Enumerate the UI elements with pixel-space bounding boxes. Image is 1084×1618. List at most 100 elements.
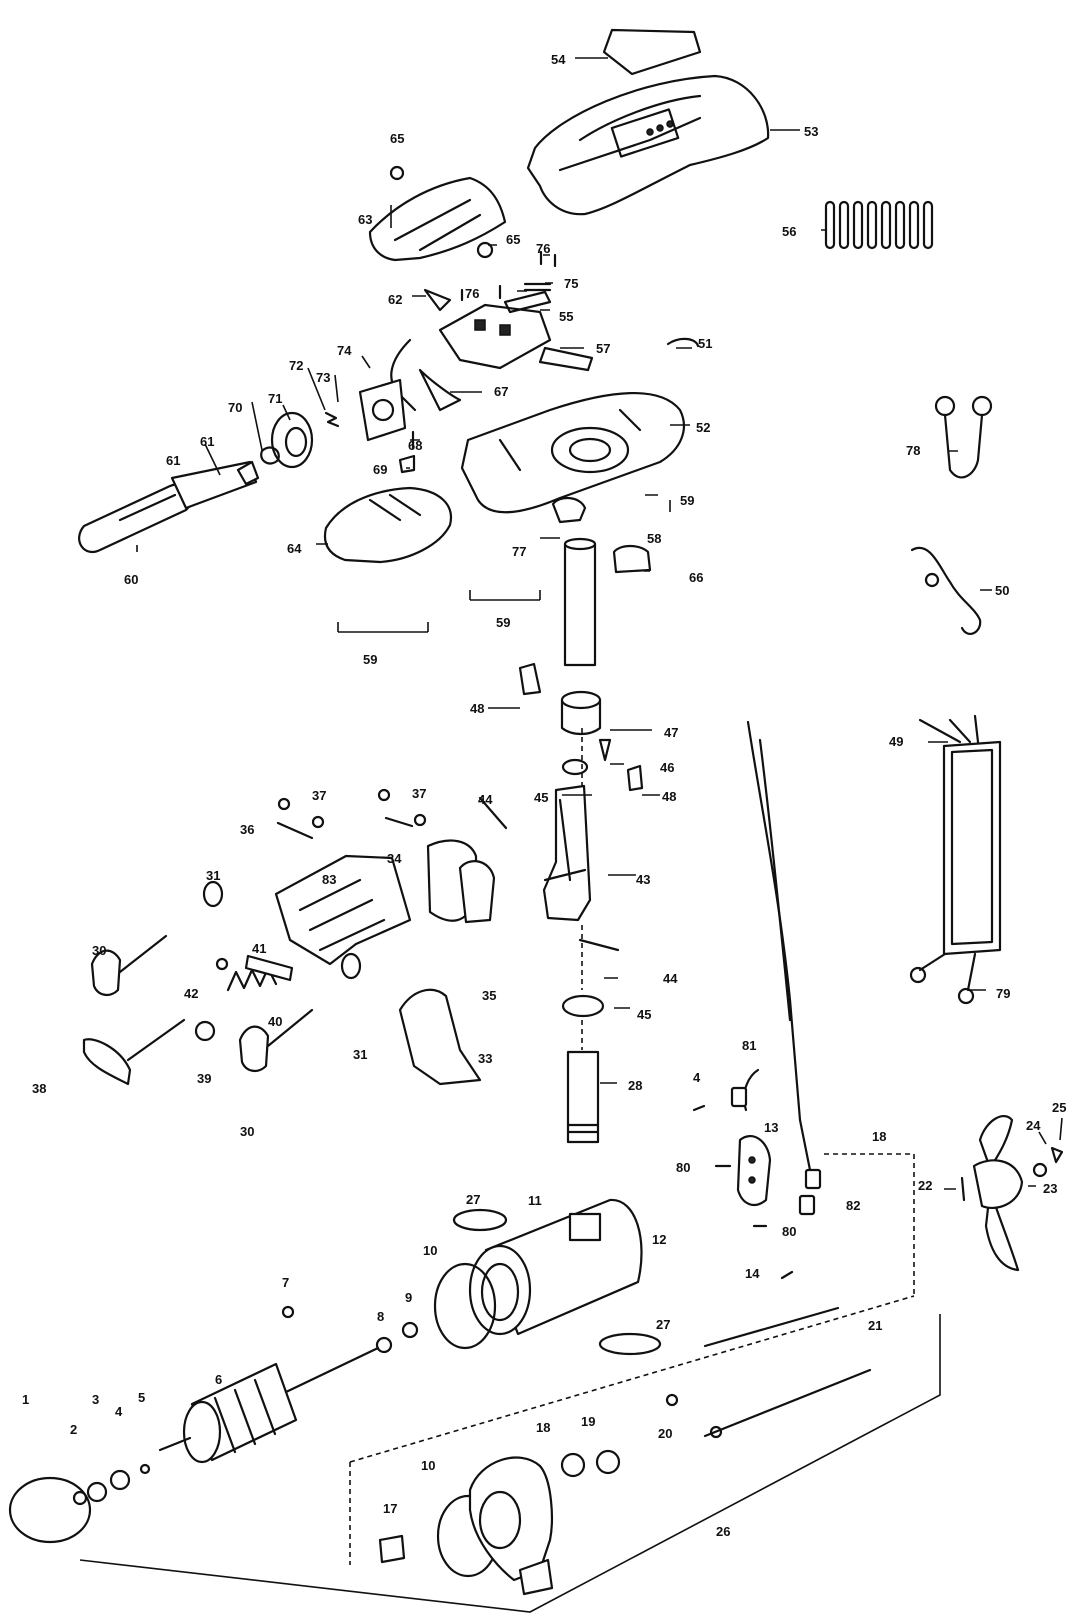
cover-plate — [358, 378, 407, 442]
part-label: 35 — [482, 988, 496, 1003]
part-label: 13 — [764, 1120, 778, 1135]
part-label: 45 — [637, 1007, 651, 1022]
drain-plug — [378, 1534, 406, 1564]
bracket-lines-59 — [337, 500, 671, 633]
part-label: 78 — [906, 443, 920, 458]
part-label: 10 — [421, 1458, 435, 1473]
spring — [324, 411, 340, 428]
part-label: 34 — [387, 851, 402, 866]
part-label: 36 — [240, 822, 254, 837]
part-label: 80 — [676, 1160, 690, 1175]
lead-wire — [910, 546, 982, 635]
bearing-parts — [72, 1463, 151, 1506]
part-label: 56 — [782, 224, 796, 239]
part-label: 19 — [581, 1414, 595, 1429]
leader-lines — [136, 57, 1063, 1190]
part-label: 27 — [656, 1317, 670, 1332]
part-label: 22 — [918, 1178, 932, 1193]
motor-collar — [551, 497, 587, 524]
part-label: 48 — [662, 789, 676, 804]
part-label: 60 — [124, 572, 138, 587]
bushing-lower — [561, 994, 605, 1018]
part-label: 69 — [373, 462, 387, 477]
part-label: 27 — [466, 1192, 480, 1207]
part-label: 59 — [496, 615, 510, 630]
part-label: 26 — [716, 1524, 730, 1539]
part-label: 10 — [423, 1243, 437, 1258]
mount-bracket-main — [274, 854, 412, 966]
clamp-knob-left — [90, 934, 168, 996]
part-label: 62 — [388, 292, 402, 307]
part-label: 21 — [868, 1318, 882, 1333]
part-label: 5 — [138, 1390, 145, 1405]
part-label: 42 — [184, 986, 198, 1001]
circuit-board — [390, 288, 594, 412]
part-label: 66 — [689, 570, 703, 585]
part-label: 6 — [215, 1372, 222, 1387]
part-label: 44 — [663, 971, 678, 986]
part-label: 75 — [564, 276, 578, 291]
part-label: 76 — [536, 241, 550, 256]
part-label: 50 — [995, 583, 1009, 598]
armature — [158, 1346, 380, 1464]
part-label: 53 — [804, 124, 818, 139]
part-label: 7 — [282, 1275, 289, 1290]
part-label: 82 — [846, 1198, 860, 1213]
part-label: 46 — [660, 760, 674, 775]
part-label: 58 — [647, 531, 661, 546]
washer — [194, 1020, 216, 1042]
small-parts — [692, 1104, 794, 1280]
part-label: 73 — [316, 370, 330, 385]
motor-harness — [909, 714, 1002, 1005]
decal-plate — [602, 28, 702, 76]
clip-pairs — [277, 788, 427, 829]
depth-collar — [560, 690, 602, 736]
part-label: 17 — [383, 1501, 397, 1516]
part-label: 31 — [206, 868, 220, 883]
part-label: 37 — [312, 788, 326, 803]
part-label: 61 — [200, 434, 214, 449]
part-label: 61 — [166, 453, 180, 468]
terminal-block — [736, 1135, 772, 1207]
part-label: 9 — [405, 1290, 412, 1305]
part-label: 52 — [696, 420, 710, 435]
side-plates — [426, 839, 496, 924]
battery-indicator-strips — [824, 200, 934, 250]
bushing-top — [561, 758, 589, 776]
top-cover — [526, 74, 770, 216]
lower-unit — [468, 1456, 554, 1596]
part-label: 59 — [363, 652, 377, 667]
lock-bar — [244, 954, 294, 982]
part-label: 18 — [872, 1129, 886, 1144]
main-wire-lead — [743, 720, 812, 1172]
part-label: 8 — [377, 1309, 384, 1324]
clamp-knob-lower — [238, 1008, 314, 1072]
part-label: 30 — [92, 943, 106, 958]
lower-shaft — [566, 1050, 600, 1144]
part-label: 77 — [512, 544, 526, 559]
spacers — [202, 880, 362, 980]
part-label: 45 — [534, 790, 548, 805]
part-label: 28 — [628, 1078, 642, 1093]
speed-switch — [398, 454, 416, 474]
part-label: 79 — [996, 986, 1010, 1001]
part-label: 71 — [268, 391, 282, 406]
part-label: 11 — [528, 1193, 542, 1208]
side-cover — [368, 176, 507, 262]
part-label: 51 — [698, 336, 712, 351]
part-label: 2 — [70, 1422, 77, 1437]
part-label: 70 — [228, 400, 242, 415]
motor-housing — [468, 1198, 643, 1336]
part-label: 81 — [742, 1038, 756, 1053]
part-label: 63 — [358, 212, 372, 227]
part-label: 18 — [536, 1420, 550, 1435]
part-label: 65 — [506, 232, 520, 247]
part-label: 68 — [408, 438, 422, 453]
o-rings-small — [665, 1393, 723, 1439]
pivot-pins — [276, 796, 620, 952]
part-label: 37 — [412, 786, 426, 801]
through-bolts — [703, 1306, 872, 1438]
part-label: 59 — [680, 493, 694, 508]
spring-cap — [260, 446, 280, 465]
